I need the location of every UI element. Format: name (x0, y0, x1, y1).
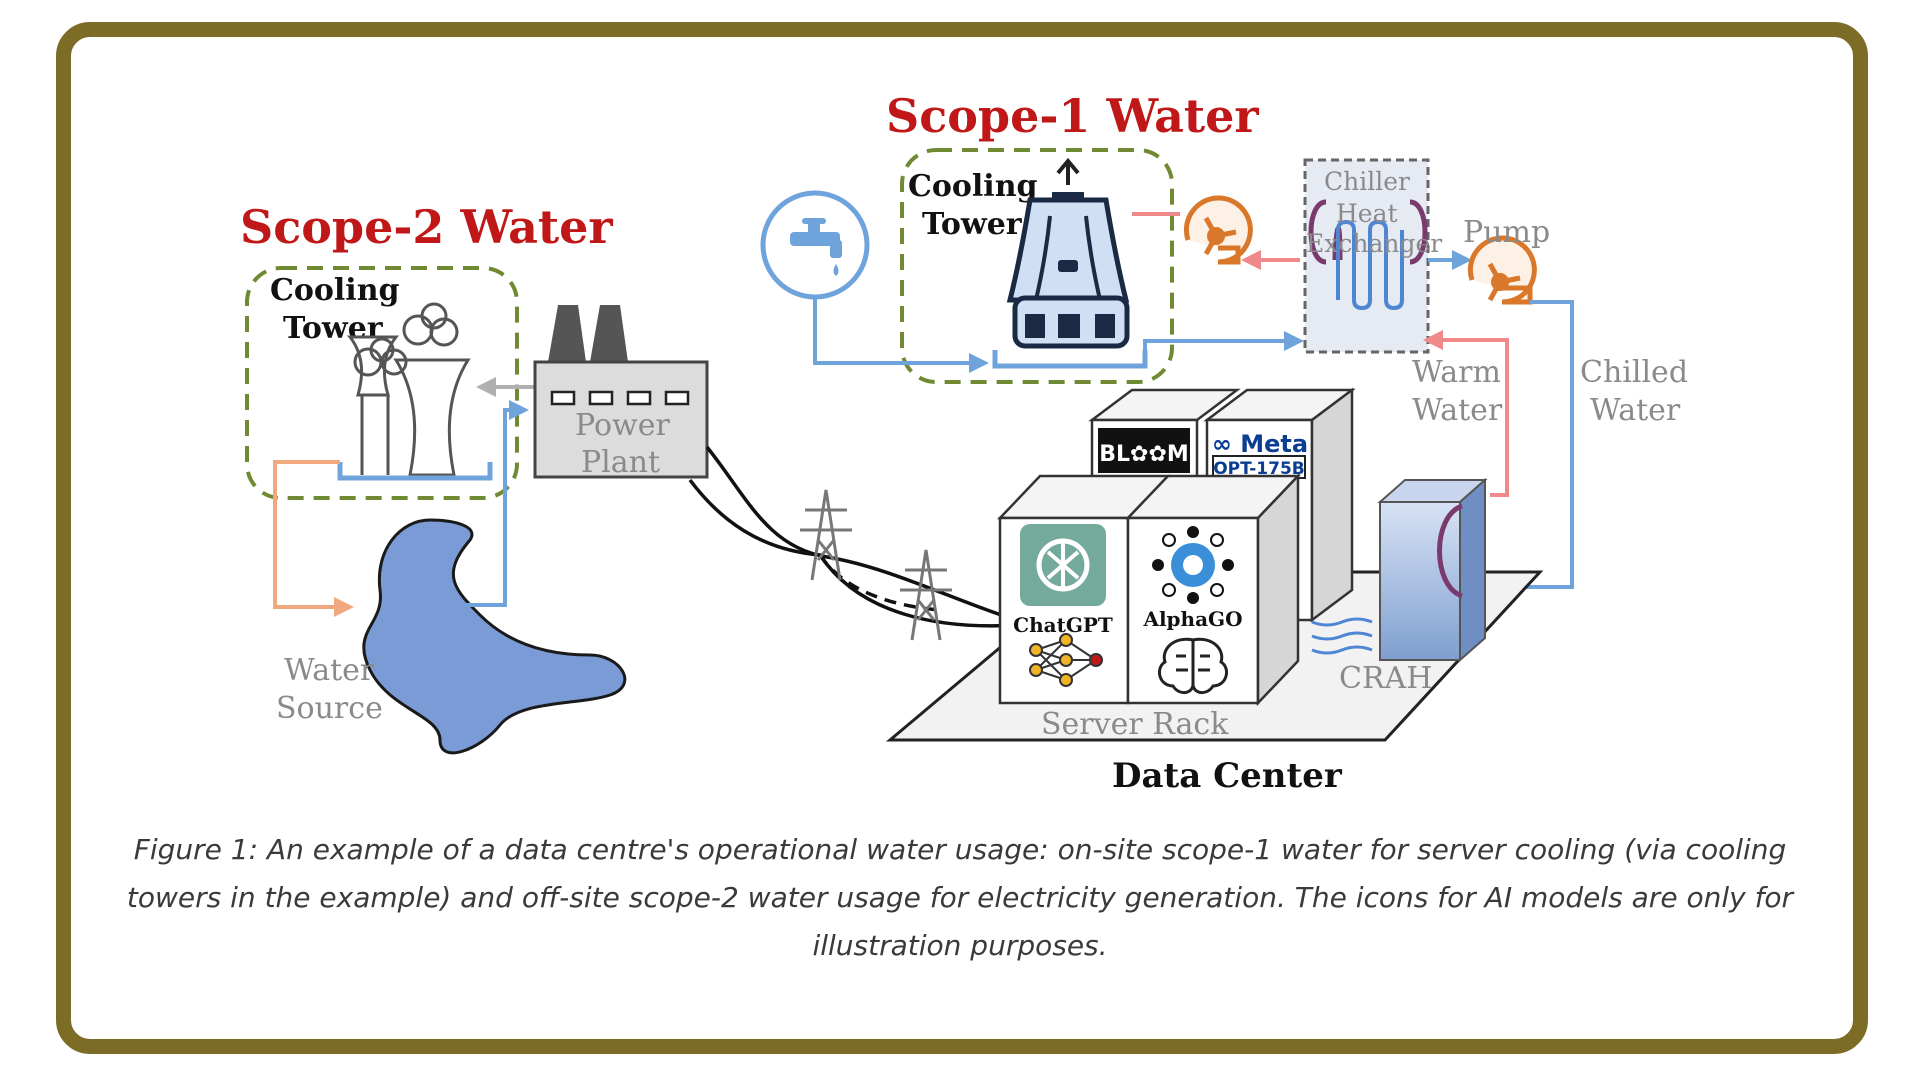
lake-to-plant-pipe (465, 400, 529, 607)
scope2-tower-label-1: Cooling (270, 273, 400, 308)
chatgpt-logo-icon (1020, 524, 1106, 606)
scope1-tower-label-1: Cooling (908, 169, 1038, 204)
warm-water-label-1: Warm (1412, 355, 1501, 390)
alphago-logo-icon (1152, 526, 1234, 604)
heat-exchanger-icon (1303, 158, 1430, 354)
power-lines (688, 445, 1021, 628)
pump-label: Pump (1463, 215, 1550, 250)
warm-water-label-2: Water (1412, 393, 1503, 428)
meta-logo-icon: ∞ Meta OPT-175B (1212, 430, 1308, 479)
bloom-label: BL✿✿M (1099, 442, 1189, 467)
lake-icon (362, 518, 627, 755)
opt-label: OPT-175B (1213, 459, 1305, 479)
alphago-label: AlphaGO (1142, 607, 1242, 631)
figure-frame (56, 22, 1868, 1054)
power-plant-icon (533, 305, 709, 479)
brain-circuit-icon (1157, 637, 1229, 694)
chiller-label-2: Heat (1336, 199, 1398, 228)
pump-icon (1467, 235, 1537, 305)
scope1-dashed-box (900, 148, 1174, 384)
water-source-label-1: Water (284, 653, 375, 688)
tap-to-tower-pipe (813, 297, 989, 373)
server-rack-label: Server Rack (1041, 707, 1229, 742)
airflow-icon (1311, 617, 1373, 655)
cooling-tower-icon (1006, 157, 1130, 349)
chilled-water-label-1: Chilled (1580, 355, 1688, 390)
chiller-label-3: Exchanger (1306, 229, 1442, 258)
water-tap-icon (760, 190, 870, 300)
figure-caption: Figure 1: An example of a data centre's … (126, 833, 1794, 962)
crah-unit (1377, 477, 1488, 663)
power-plant-label-1: Power (575, 408, 670, 443)
warm-water-pipe (1423, 330, 1509, 497)
bloom-logo-icon: BL✿✿M (1098, 428, 1190, 473)
scope2-dashed-box (245, 266, 519, 500)
meta-label: ∞ Meta (1212, 430, 1308, 458)
water-source-label-2: Source (276, 691, 383, 726)
transmission-tower-icon (800, 489, 952, 641)
tower-to-chiller-pipe (1143, 331, 1304, 366)
power-plant-label-2: Plant (581, 445, 660, 480)
chiller-label-1: Chiller (1324, 167, 1410, 196)
scope1-tower-label-2: Tower (922, 207, 1023, 242)
scope1-title: Scope-1 Water (886, 89, 1259, 143)
chatgpt-label: ChatGPT (1013, 613, 1113, 637)
source-to-tower-pipe (273, 460, 354, 617)
chilled-water-label-2: Water (1590, 393, 1681, 428)
chilled-water-pipe (1483, 300, 1574, 597)
data-center-label: Data Center (1112, 756, 1343, 796)
pump-icon (1183, 195, 1253, 265)
crah-label: CRAH (1339, 661, 1432, 696)
scope2-basin (337, 462, 493, 481)
cooling-tower-icon (346, 302, 471, 477)
scope1-basin (992, 350, 1148, 369)
scope2-title: Scope-2 Water (240, 200, 613, 254)
neural-network-icon (1029, 633, 1103, 687)
